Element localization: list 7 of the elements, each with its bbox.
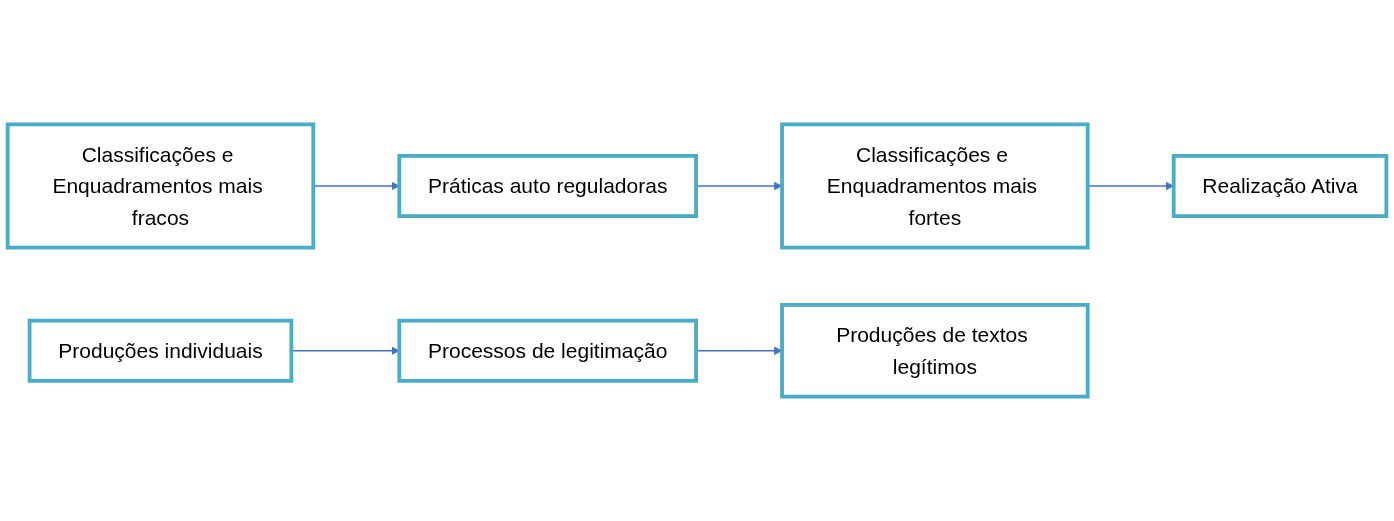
node-box: Produções individuais [27, 318, 294, 383]
node-box: Processos de legitimação [397, 318, 698, 383]
node-box: Realização Ativa [1171, 154, 1389, 218]
node-box: Classificações e Enquadramentos mais fortes [780, 122, 1090, 250]
node-box: Produções de textos legítimos [780, 303, 1090, 399]
node-box: Práticas auto reguladoras [397, 154, 698, 218]
node-box: Classificações e Enquadramentos mais fracos [5, 122, 316, 250]
